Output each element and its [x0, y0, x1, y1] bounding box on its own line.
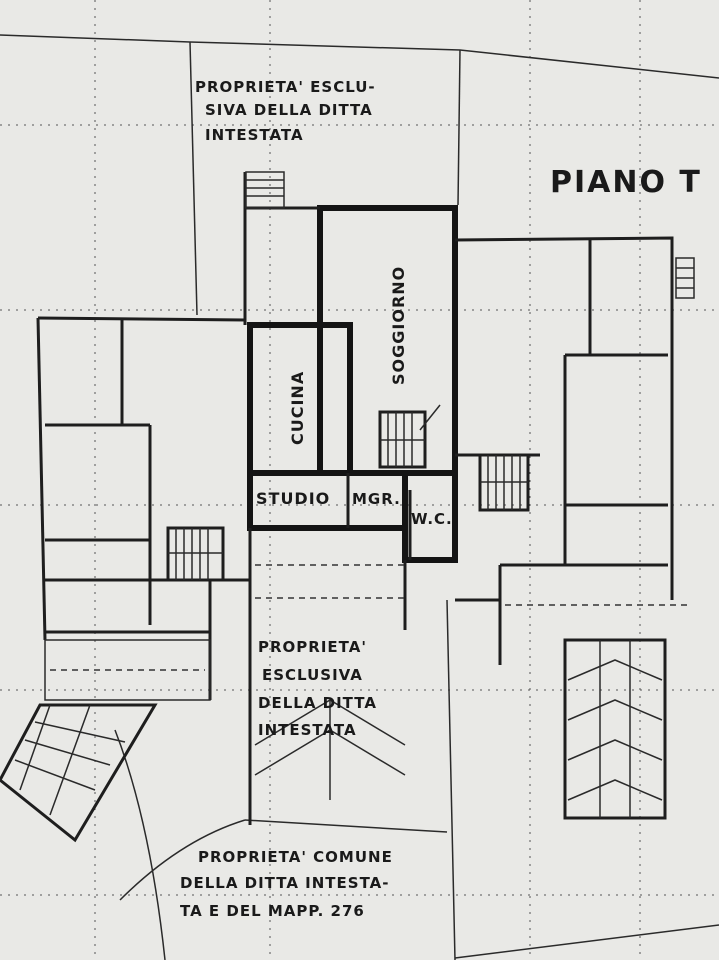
ramp-right — [563, 638, 667, 820]
stair-right — [478, 453, 530, 512]
room-label-study: STUDIO — [256, 489, 330, 508]
stair-left — [166, 526, 225, 582]
middle-note-line-1: PROPRIETA' — [258, 638, 367, 656]
room-label-kitchen: CUCINA — [288, 371, 307, 445]
top-note-line-2: SIVA DELLA DITTA — [205, 101, 373, 119]
central-unit — [243, 171, 458, 563]
ramp-left — [0, 703, 158, 843]
room-label-wc: W.C. — [411, 510, 453, 528]
bottom-note-line-2: DELLA DITTA INTESTA- — [180, 874, 389, 892]
left-building — [0, 316, 250, 843]
central-ramp — [248, 528, 407, 825]
room-label-storage: MGR. — [352, 490, 401, 508]
right-building — [454, 236, 695, 820]
annotations: PIANO T PROPRIETA' ESCLU- SIVA DELLA DIT… — [180, 78, 702, 920]
room-label-living: SOGGIORNO — [389, 266, 408, 385]
bottom-note-line-3: TA E DEL MAPP. 276 — [180, 902, 365, 920]
middle-note-line-2: ESCLUSIVA — [262, 666, 363, 684]
middle-note-line-4: INTESTATA — [258, 721, 357, 739]
stair-central — [378, 404, 441, 469]
stair-far-right — [675, 257, 695, 299]
lot-boundaries — [0, 34, 719, 960]
middle-note-line-3: DELLA DITTA — [258, 694, 377, 712]
stair-top — [245, 171, 285, 209]
top-note-line-1: PROPRIETA' ESCLU- — [195, 78, 376, 96]
top-note-line-3: INTESTATA — [205, 126, 304, 144]
bottom-note-line-1: PROPRIETA' COMUNE — [198, 848, 393, 866]
plan-title: PIANO T — [550, 165, 702, 200]
